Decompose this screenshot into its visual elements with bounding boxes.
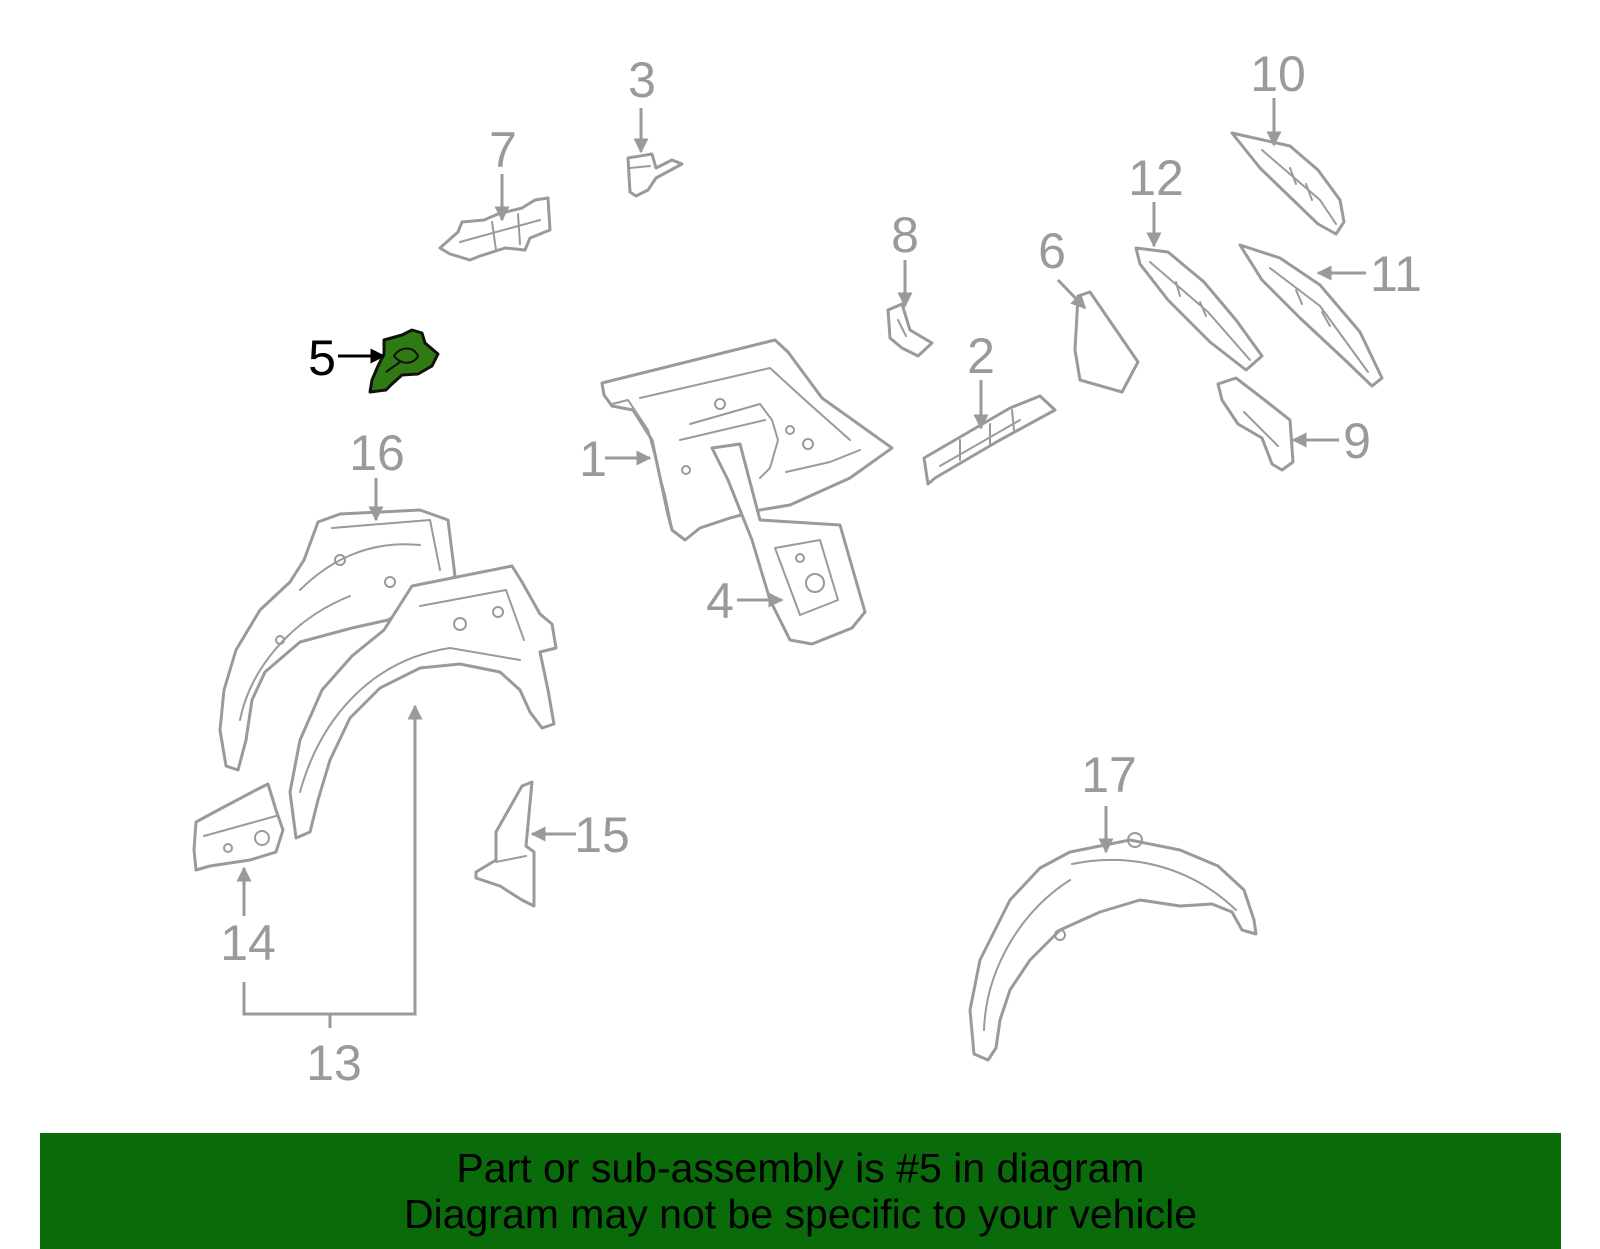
leader-lines: [236, 98, 1366, 1028]
part-11-rail: [1238, 243, 1384, 388]
info-banner: Part or sub-assembly is #5 in diagram Di…: [40, 1133, 1561, 1249]
callout-9: 9: [1343, 413, 1371, 469]
part-8-bracket: [886, 302, 934, 358]
part-12-rail: [1134, 246, 1264, 372]
part-7-bracket: [438, 196, 552, 262]
callout-2: 2: [967, 328, 995, 384]
part-9-bracket: [1216, 376, 1295, 472]
callout-1: 1: [579, 431, 607, 487]
part-6-plate: [1073, 290, 1140, 394]
banner-line-part: Part or sub-assembly is #5 in diagram: [456, 1145, 1145, 1191]
part-3-clip: [626, 152, 684, 198]
callout-5: 5: [308, 330, 336, 386]
part-16-wheelhouse-upper: [218, 508, 457, 772]
part-5-highlighted-bracket: [368, 328, 440, 394]
callout-13: 13: [306, 1035, 362, 1091]
callout-14: 14: [220, 915, 276, 971]
callout-4: 4: [706, 573, 734, 629]
callout-15: 15: [574, 807, 630, 863]
part-15-gusset: [474, 780, 536, 908]
callout-labels: 3 7 5 1 4 8 2 6 10 12 11 9 16 15 14 13 1…: [220, 46, 1422, 1091]
callout-11: 11: [1370, 246, 1422, 302]
callout-3: 3: [628, 52, 656, 108]
callout-6: 6: [1038, 223, 1066, 279]
part-14-extension: [192, 782, 285, 872]
callout-10: 10: [1250, 46, 1306, 102]
part-1-inner-quarter-panel: [600, 338, 894, 542]
callout-17: 17: [1081, 747, 1137, 803]
part-17-liner: [968, 832, 1258, 1062]
part-2-bracket: [922, 394, 1057, 486]
callout-7: 7: [489, 122, 517, 178]
callout-12: 12: [1128, 150, 1184, 206]
part-10-rail: [1230, 131, 1346, 236]
part-4-support: [710, 442, 867, 646]
callout-16: 16: [349, 425, 405, 481]
part-13-wheelhouse-outer: [288, 564, 558, 840]
callout-8: 8: [891, 207, 919, 263]
banner-line-disclaimer: Diagram may not be specific to your vehi…: [403, 1191, 1197, 1237]
